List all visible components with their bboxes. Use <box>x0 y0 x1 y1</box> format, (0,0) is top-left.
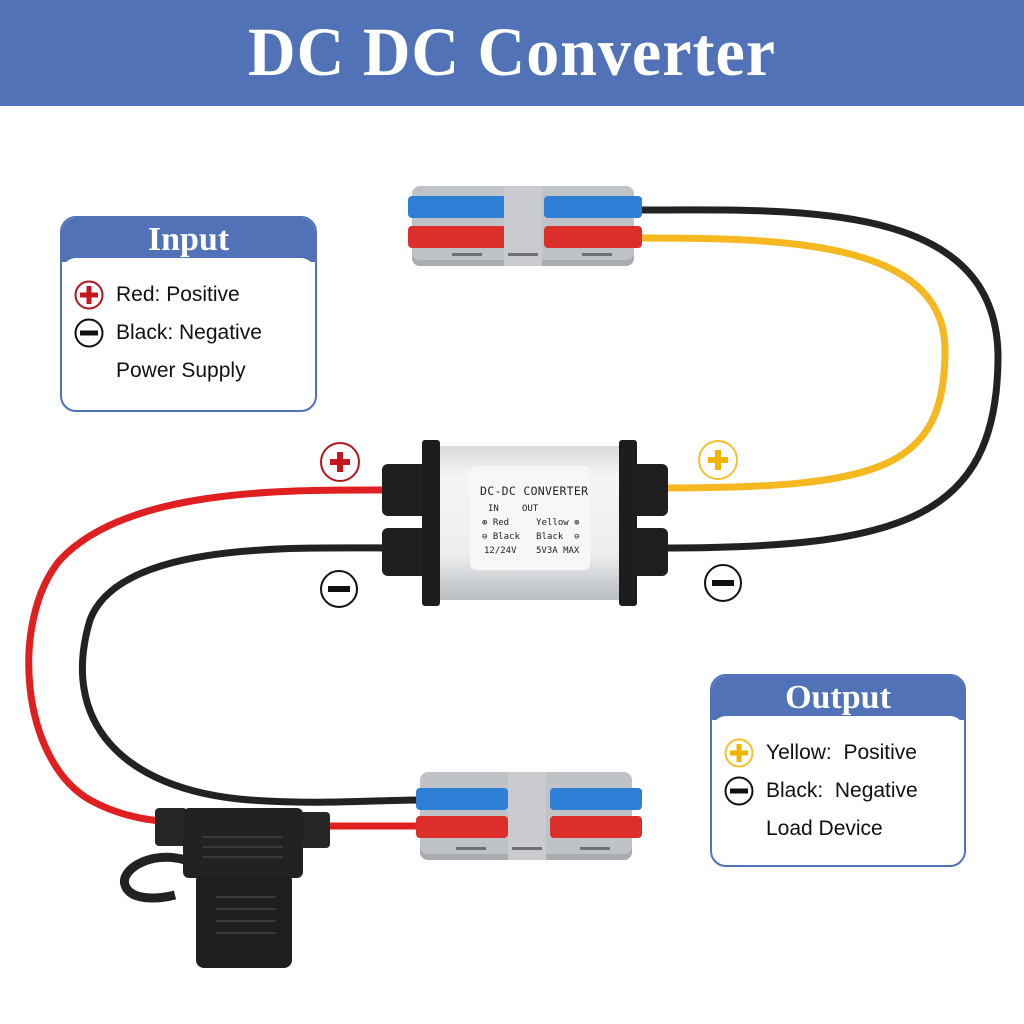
output-legend-text: Black: Negative <box>766 779 918 802</box>
fuse-holder-left-ear <box>155 808 187 846</box>
output-legend-title: Output <box>712 676 964 720</box>
input-legend-row: Black: Negative <box>74 314 315 352</box>
input-black-wire <box>78 544 421 806</box>
output-legend-row: Load Device <box>724 810 964 848</box>
label-negative-row: ⊖ Black Black ⊖ <box>482 532 580 542</box>
output-negative-marker <box>704 564 742 602</box>
input-legend-row: Red: Positive <box>74 276 315 314</box>
input-legend-row: Power Supply <box>74 352 315 390</box>
input-legend-text: Power Supply <box>116 359 246 382</box>
dc-dc-converter-module: DC-DC CONVERTER IN OUT ⊕ Red Yellow ⊕ ⊖ … <box>422 440 637 606</box>
output-black-wire <box>639 206 1002 552</box>
input-red-wire <box>25 486 401 826</box>
input-positive-marker <box>320 442 360 482</box>
output-legend-row: Black: Negative <box>724 772 964 810</box>
plus-circle-red-icon <box>74 280 104 310</box>
fuse-holder-right-ear <box>300 812 330 848</box>
page-title: DC DC Converter <box>247 14 777 91</box>
header-banner: DC DC Converter <box>0 0 1024 106</box>
converter-label: DC-DC CONVERTER IN OUT ⊕ Red Yellow ⊕ ⊖ … <box>470 466 590 570</box>
minus-circle-black-icon <box>74 318 104 348</box>
label-output-rating: 5V3A MAX <box>536 546 580 556</box>
input-legend-text: Red: Positive <box>116 283 240 306</box>
output-legend-text: Load Device <box>766 817 883 840</box>
output-positive-marker <box>698 440 738 480</box>
fuse-cover-cap <box>196 876 292 968</box>
input-legend: Input Red: Positive Black: Negative Powe… <box>60 216 317 412</box>
fuse-holder <box>183 808 303 878</box>
output-legend-row: Yellow: Positive <box>724 734 964 772</box>
label-out-header: OUT <box>522 504 539 514</box>
label-positive-row: ⊕ Red Yellow ⊕ <box>482 518 580 528</box>
output-yellow-wire <box>639 234 949 492</box>
top-lever-connector <box>408 186 642 266</box>
input-legend-title: Input <box>62 218 315 262</box>
minus-circle-black-icon <box>724 776 754 806</box>
bottom-lever-connector <box>416 772 642 860</box>
output-legend-text: Yellow: Positive <box>766 741 917 764</box>
plus-circle-yellow-icon <box>724 738 754 768</box>
fuse-cap-strap <box>120 852 187 903</box>
label-input-voltage: 12/24V <box>484 546 517 556</box>
input-legend-text: Black: Negative <box>116 321 262 344</box>
converter-label-title: DC-DC CONVERTER <box>480 484 589 498</box>
label-in-header: IN <box>488 504 499 514</box>
input-negative-marker <box>320 570 358 608</box>
output-legend: Output Yellow: Positive Black: Negative … <box>710 674 966 867</box>
